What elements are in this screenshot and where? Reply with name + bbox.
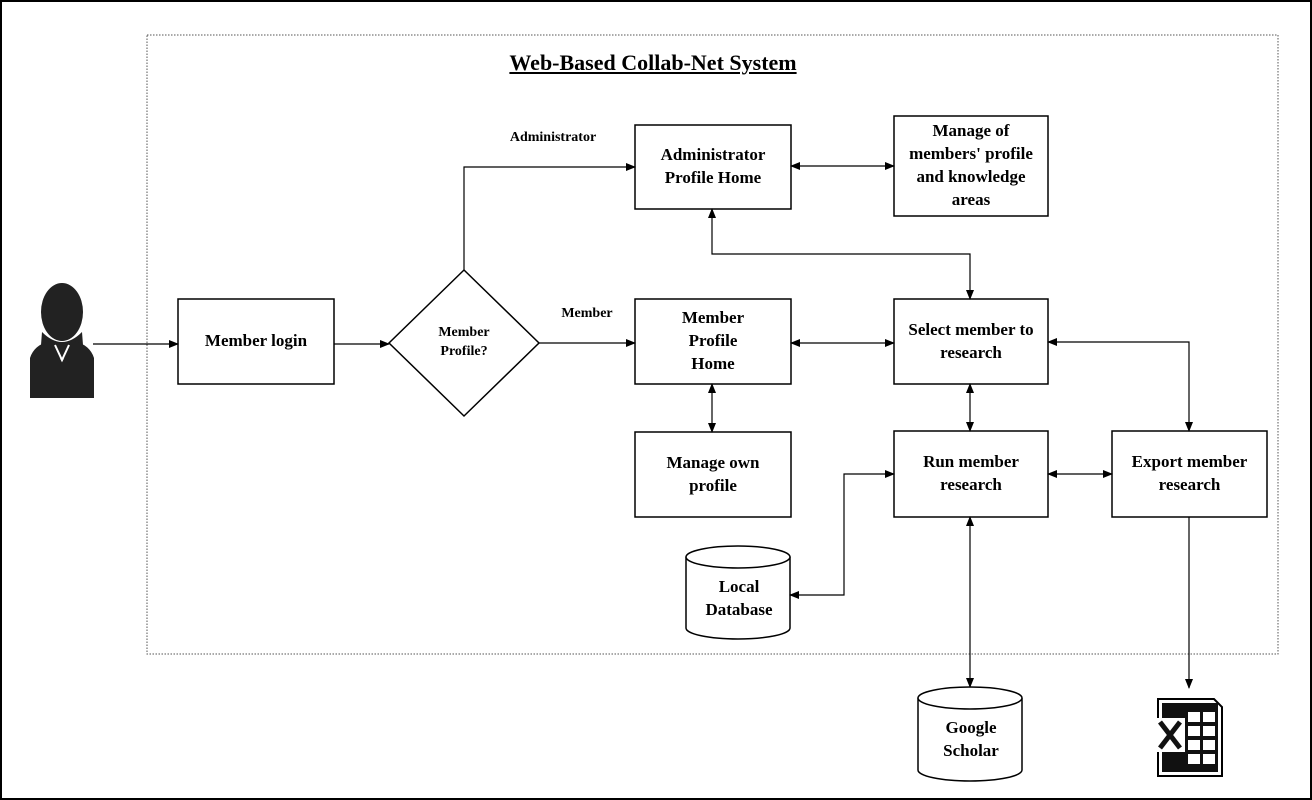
member-login-box <box>177 298 335 385</box>
manage-members-box <box>893 115 1049 217</box>
run-member-research-label: Run member research <box>923 452 1019 494</box>
edge-label-member: Member <box>561 305 613 321</box>
manage-own-profile-label: Manage own profile <box>666 452 760 495</box>
local-database-cylinder <box>685 545 791 640</box>
export-member-research-label: Export member research <box>1131 452 1248 494</box>
arrow-admin-select-member <box>708 208 974 300</box>
arrow-decision-to-admin <box>463 163 636 270</box>
member-profile-decision-label: Member Profile? <box>438 325 490 359</box>
arrow-run-localdb <box>789 470 895 599</box>
google-scholar-cylinder <box>917 686 1023 782</box>
google-scholar-label: Google Scholar <box>943 718 999 760</box>
member-profile-home-label: Member Profile Home <box>681 308 745 373</box>
arrow-select-export <box>1047 338 1193 432</box>
excel-icon <box>1155 698 1223 777</box>
manage-members-label: Manage of members' profile and knowledge… <box>909 121 1033 209</box>
select-member-label: Select member to research <box>908 319 1034 362</box>
diagram-title: Web-Based Collab-Net System <box>509 50 797 75</box>
user-silhouette-icon <box>30 283 94 398</box>
member-login-label: Member login <box>204 331 308 351</box>
administrator-profile-home-label: Administrator Profile Home <box>660 145 766 187</box>
local-database-label: Local Database <box>705 577 773 619</box>
edge-label-administrator: Administrator <box>509 129 597 145</box>
decision-diamond <box>387 268 541 418</box>
